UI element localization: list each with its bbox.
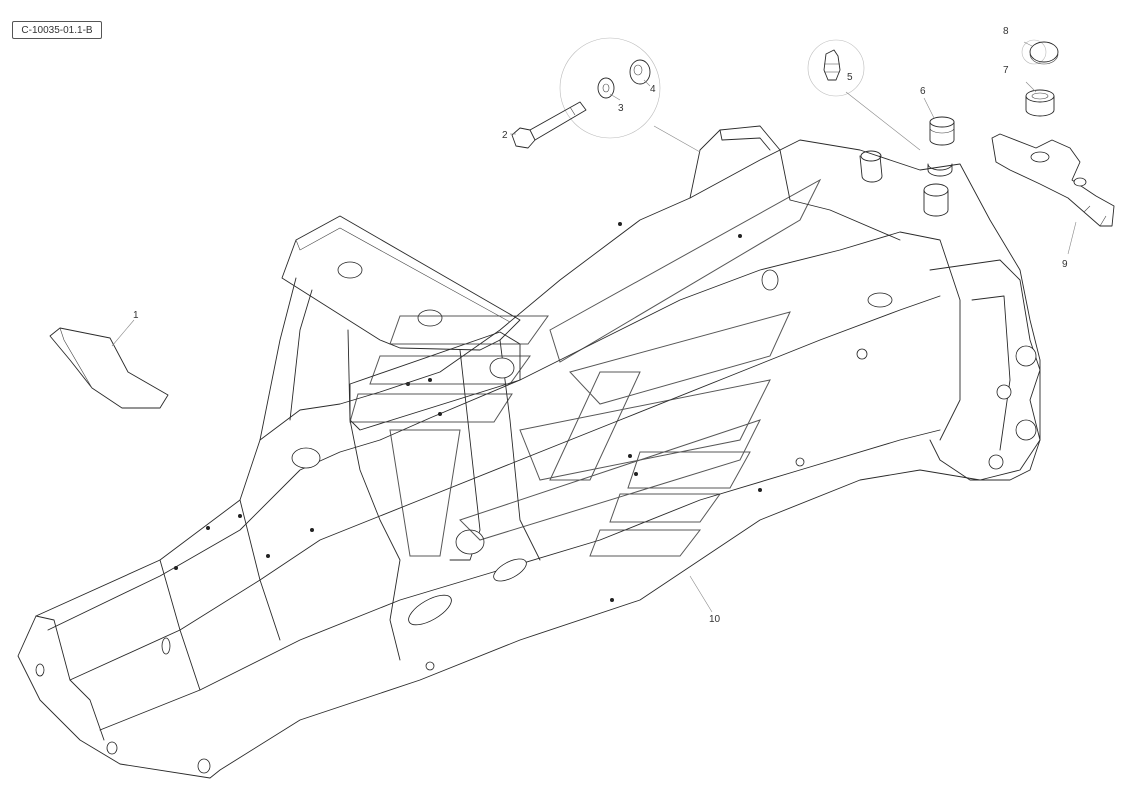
part-9-bracket: [991, 133, 1115, 227]
callout-8: 8: [1003, 26, 1009, 37]
part-5-grease-fitting: [823, 49, 841, 81]
callout-4: 4: [650, 84, 656, 95]
callout-3: 3: [618, 103, 624, 114]
callout-6: 6: [920, 86, 926, 97]
part-8-cap: [1029, 41, 1059, 65]
watermark-logo: [349, 178, 822, 557]
callout-1: 1: [133, 310, 139, 321]
part-4-bushing: [629, 59, 651, 85]
part-1-plate: [49, 327, 169, 409]
detail-circle-cap: [1021, 39, 1047, 65]
detail-circle-grease-fitting: [807, 39, 865, 97]
callout-10: 10: [709, 614, 721, 625]
callout-7: 7: [1003, 65, 1009, 76]
part-2-bolt: [511, 101, 587, 149]
reference-code-label: C-10035-01.1-B: [12, 21, 102, 39]
callout-5: 5: [847, 72, 853, 83]
part-3-washer: [597, 77, 615, 99]
part-7-bushing: [1025, 89, 1055, 117]
part-6-pin: [929, 116, 955, 146]
callout-9: 9: [1062, 259, 1068, 270]
part-10-frame: [17, 125, 1041, 779]
detail-circle-washers: [559, 37, 661, 139]
callout-2: 2: [502, 130, 508, 141]
leader-lines: [111, 41, 1077, 613]
